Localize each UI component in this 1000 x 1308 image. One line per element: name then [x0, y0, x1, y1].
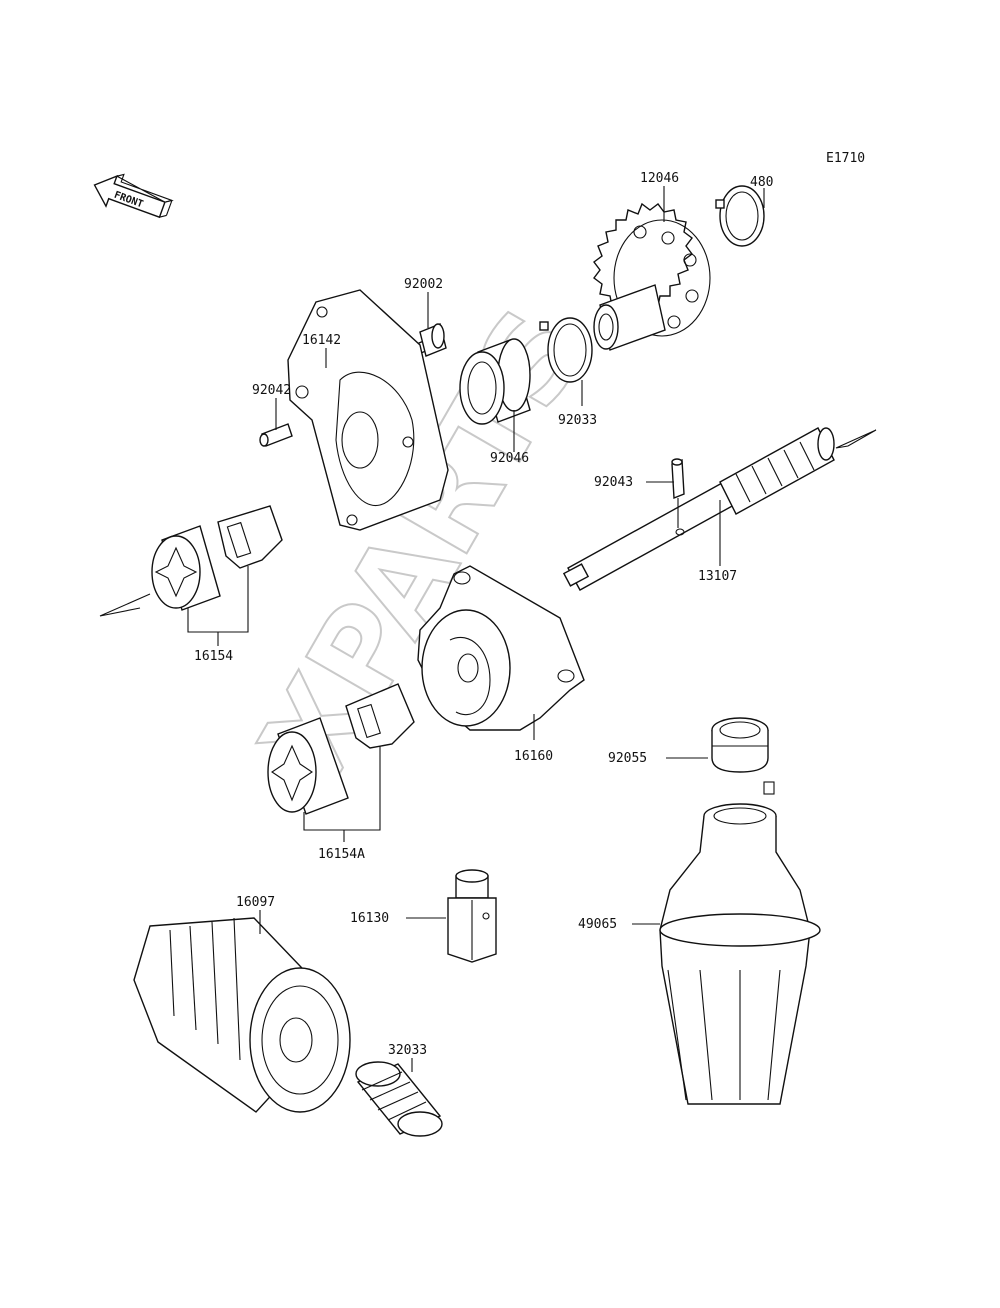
label-92043: 92043: [594, 475, 633, 490]
pin-92042: [259, 423, 293, 447]
rotor-16154A: [267, 683, 415, 815]
label-92033: 92033: [558, 413, 597, 428]
label-12046: 12046: [640, 171, 679, 186]
shaft-13107: [562, 427, 835, 591]
label-92042: 92042: [252, 383, 291, 398]
front-arrow-icon: FRONT: [93, 173, 174, 219]
label-16154A: 16154A: [318, 847, 365, 862]
label-49065: 49065: [578, 917, 617, 932]
rotor-16154: [151, 505, 283, 611]
diagram-code: E1710: [826, 151, 865, 166]
label-16097: 16097: [236, 895, 275, 910]
label-480: 480: [750, 175, 773, 190]
label-16160: 16160: [514, 749, 553, 764]
nipple-32033: [355, 1061, 443, 1137]
label-16130: 16130: [350, 911, 389, 926]
pump-body-16160: [417, 565, 585, 731]
fitting-16130: [447, 869, 497, 963]
label-92055: 92055: [608, 751, 647, 766]
cap-92055: [711, 717, 769, 773]
label-92046: 92046: [490, 451, 529, 466]
oil-filter-16097: [133, 917, 351, 1113]
circlip-480: [715, 185, 765, 247]
label-92002: 92002: [404, 277, 443, 292]
label-16142: 16142: [302, 333, 341, 348]
gear-12046: [593, 202, 711, 351]
label-32033: 32033: [388, 1043, 427, 1058]
pin-92043: [671, 458, 685, 500]
label-13107: 13107: [698, 569, 737, 584]
pump-cover-16142: [287, 289, 449, 531]
label-16154: 16154: [194, 649, 233, 664]
strainer-49065: [659, 781, 821, 1105]
circlip-92033: [539, 317, 593, 383]
